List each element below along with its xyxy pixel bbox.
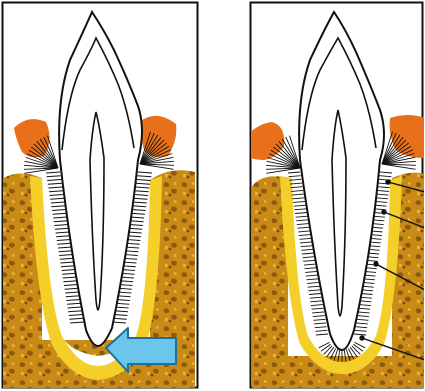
dental-diagram bbox=[0, 0, 425, 391]
diagram-canvas bbox=[0, 0, 425, 391]
